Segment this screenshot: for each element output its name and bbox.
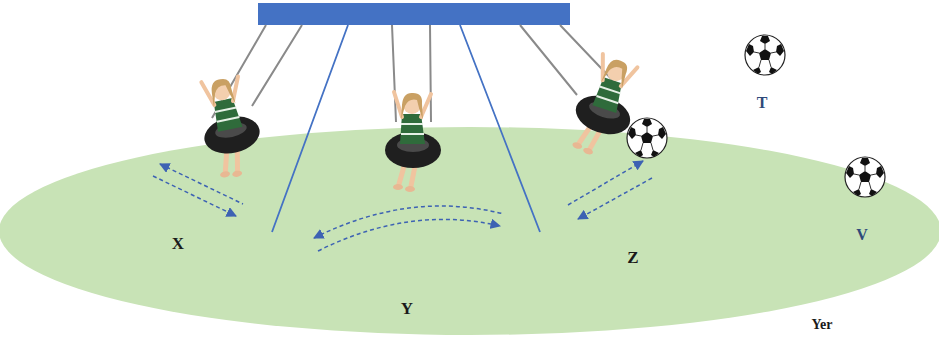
position-label: Y <box>401 300 413 317</box>
motion-arrow <box>160 164 243 204</box>
ground <box>0 127 939 335</box>
soccer-ball <box>745 35 785 75</box>
soccer-ball <box>845 157 885 197</box>
frame-leg <box>272 25 540 232</box>
motion-arrow <box>578 178 652 219</box>
motion-arrows <box>153 161 652 251</box>
swing-beam <box>258 3 570 25</box>
position-label: Yer <box>812 318 833 332</box>
position-label: X <box>172 235 184 252</box>
position-label: T <box>757 95 768 111</box>
motion-arrow <box>568 161 643 205</box>
position-label: V <box>856 227 868 243</box>
girl-on-swing <box>193 72 269 181</box>
motion-arrow <box>318 219 500 251</box>
motion-arrow <box>153 176 236 216</box>
position-label: Z <box>627 249 638 266</box>
soccer-ball <box>627 118 667 158</box>
girl-on-swing <box>385 92 441 192</box>
